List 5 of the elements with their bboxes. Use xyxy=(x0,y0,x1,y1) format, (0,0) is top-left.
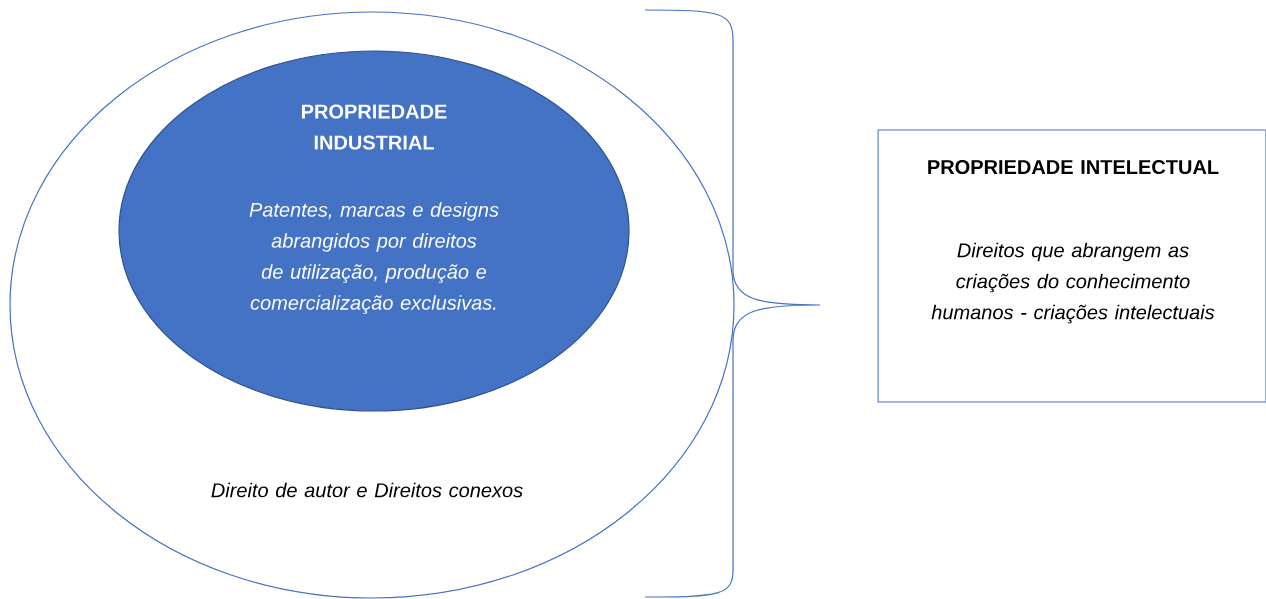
description-text: Direitos que abrangem as criações do conhecimento humanos - criações intelectuais xyxy=(931,242,1215,324)
heading-text: PROPRIEDADE INTELECTUAL xyxy=(928,159,1219,175)
description-text: Patentes, marcas e designs abrangidos por direitos de utilização, produção e comercialização exclusivas. xyxy=(249,202,499,314)
heading-text: PROPRIEDADE INDUSTRIAL xyxy=(302,104,447,150)
description-text: Direito de autor e Direitos conexos xyxy=(211,482,523,498)
